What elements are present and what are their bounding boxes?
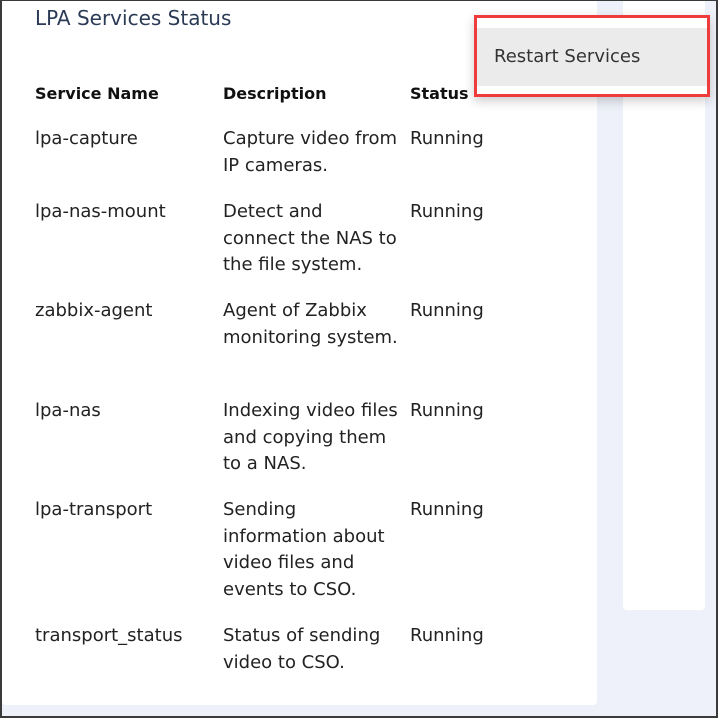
page-title: LPA Services Status <box>35 6 232 30</box>
services-status-card: LPA Services Status Service Name Descrip… <box>2 0 597 705</box>
restart-services-menu-item[interactable]: Restart Services <box>477 28 707 86</box>
service-name: transport_status <box>35 625 183 646</box>
service-status: Running <box>410 201 484 222</box>
header-description: Description <box>223 84 327 103</box>
service-description: Capture video from IP cameras. <box>223 128 398 176</box>
service-name: lpa-nas <box>35 400 101 421</box>
context-menu: Restart Services <box>474 15 710 97</box>
service-status: Running <box>410 128 484 149</box>
service-name: zabbix-agent <box>35 300 153 321</box>
service-description: Indexing video files and copying them to… <box>223 400 398 474</box>
header-status: Status <box>410 84 469 103</box>
service-name: lpa-transport <box>35 499 153 520</box>
service-status: Running <box>410 499 484 520</box>
service-description: Sending information about video files an… <box>223 499 385 600</box>
service-description: Agent of Zabbix monitoring system. <box>223 300 398 348</box>
service-description: Status of sending video to CSO. <box>223 625 381 673</box>
service-status: Running <box>410 400 484 421</box>
service-name: lpa-capture <box>35 128 138 149</box>
side-panel <box>623 0 705 610</box>
service-description: Detect and connect the NAS to the file s… <box>223 201 397 275</box>
service-status: Running <box>410 625 484 646</box>
service-name: lpa-nas-mount <box>35 201 166 222</box>
header-service-name: Service Name <box>35 84 159 103</box>
service-status: Running <box>410 300 484 321</box>
